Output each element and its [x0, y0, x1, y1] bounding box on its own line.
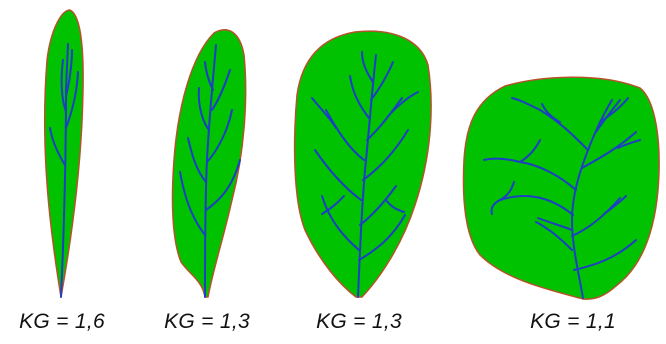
leaf-3 [295, 31, 432, 297]
leaf-2-blade [172, 30, 245, 297]
leaf-1-blade [45, 10, 83, 297]
leaf-1 [45, 10, 83, 297]
leaf-4-blade [463, 77, 659, 299]
leaf-1-kg-label: KG = 1,6 [19, 310, 105, 334]
leaf-4 [463, 77, 659, 299]
leaf-2-kg-label: KG = 1,3 [164, 310, 250, 334]
leaf-3-kg-label: KG = 1,3 [316, 310, 402, 334]
leaf-4-kg-label: KG = 1,1 [530, 310, 616, 334]
leaves-illustration [0, 0, 666, 300]
leaf-2 [172, 30, 245, 297]
